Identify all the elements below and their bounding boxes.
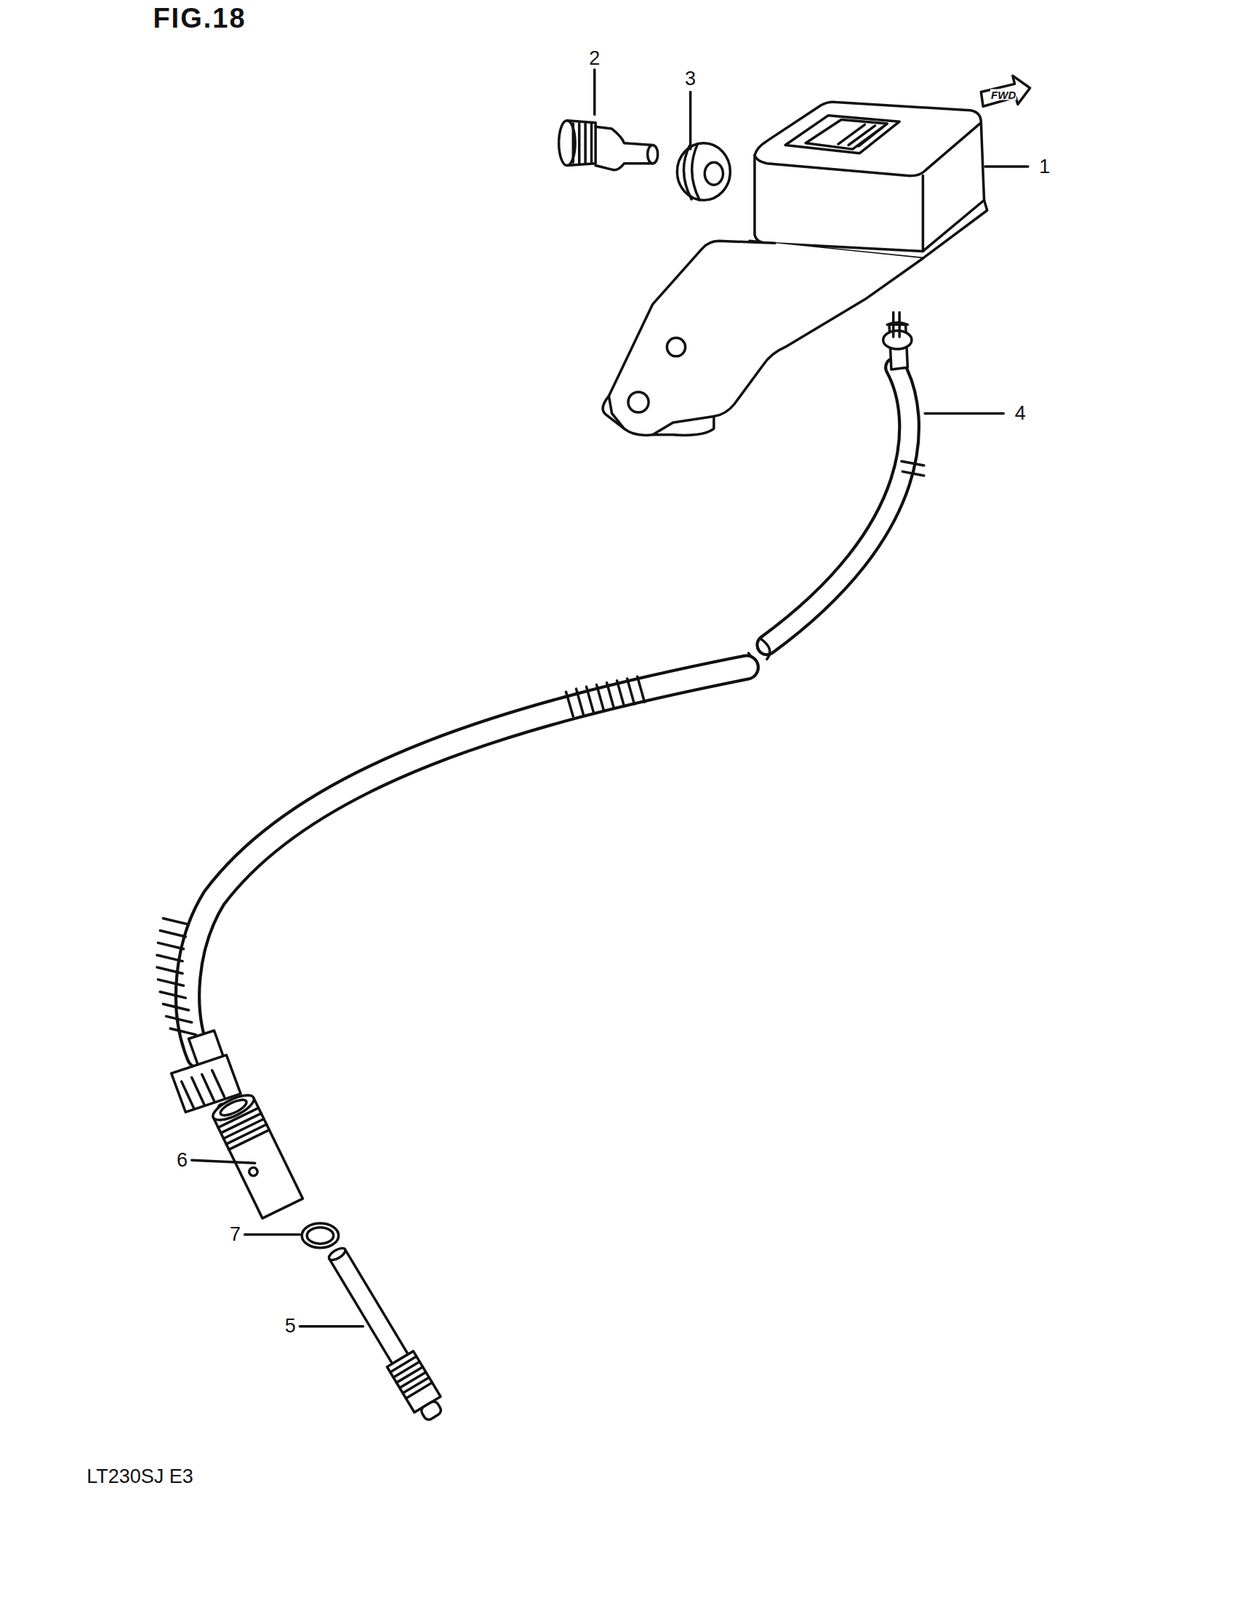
callout-number: 1 — [1038, 156, 1050, 176]
callout-number: 7 — [229, 1224, 241, 1244]
callout-number: 3 — [684, 69, 696, 89]
callout-number: 2 — [588, 47, 600, 68]
direction-mark: FWD — [990, 89, 1017, 101]
callout-number: 6 — [176, 1149, 188, 1170]
callout-number: 5 — [285, 1315, 296, 1336]
model-code: LT230SJ E3 — [86, 1465, 194, 1486]
figure-title: FIG.18 — [152, 4, 246, 32]
callout-number: 4 — [1014, 403, 1026, 424]
